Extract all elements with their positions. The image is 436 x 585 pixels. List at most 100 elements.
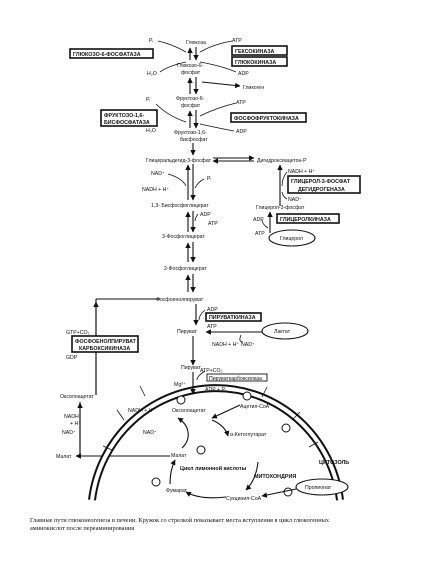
pepck-label-line2: КАРБОКСИКИНАЗА	[79, 346, 130, 352]
f16bp-label-line1: Фруктозо-1,6-	[174, 130, 207, 136]
pyruvate-label: Пируват	[177, 329, 198, 335]
curve-adp-3	[194, 213, 199, 222]
g3pdh-label-line1: ГЛИЦЕРОЛ-3-ФОСФАТ	[291, 179, 351, 185]
curve-atp-2	[199, 102, 237, 117]
pyruvatekinase-label: ПИРУВАТКИНАЗА	[209, 315, 256, 321]
figure-caption: Главные пути глюконеогенеза в печени. Кр…	[30, 517, 420, 533]
bpg-label: 1,3- Бисфосфоглицерат	[151, 203, 209, 209]
cristae	[102, 385, 319, 451]
adp-label-1: ADP	[238, 71, 249, 77]
glucose-label: Глюкоза	[186, 40, 206, 46]
mitochondria-label: МИТОХОНДРИЯ	[254, 474, 296, 480]
f6p-label-line2: фосфат	[181, 103, 201, 109]
nad-label-3: NAD⁺	[241, 342, 255, 348]
aa-entry-marker-oaa	[176, 395, 186, 405]
oxaloacetate-label-2: Оксолоацетат	[172, 408, 206, 414]
caption-line-2: аминокислот после переаминирования	[30, 525, 135, 532]
g6p-label-line2: фосфат	[181, 70, 201, 76]
atp-label-3: ATP	[208, 221, 218, 227]
fbpase-enzyme-box	[100, 109, 158, 127]
glucokinase-label: ГЛЮКОКИНАЗА	[235, 60, 276, 66]
curve-pi-2	[155, 103, 187, 123]
hexokinase-enzyme-box	[231, 45, 288, 56]
glucokinase-enzyme-box	[231, 56, 288, 67]
malate-label-2: Малат	[171, 453, 187, 459]
atp-label-4: ATP	[255, 231, 265, 237]
g6pase-label: ГЛЮКОЗО-6-ФОСФАТАЗА	[73, 52, 141, 58]
g3p-label: Глицеральдегид-3-фосфат	[146, 158, 212, 164]
2pg-label: 2-Фосфоглицерат	[164, 266, 207, 272]
pfk-enzyme-box	[230, 112, 307, 123]
pfk-label: ФОСФОФРУКТОКИНАЗА	[234, 116, 299, 122]
h2o-label-2: H₂O	[146, 128, 156, 134]
mitochondrion-membrane-gap	[90, 386, 342, 501]
aa-entry-marker-succinyl	[283, 487, 293, 497]
curve-nadh-2	[281, 171, 288, 187]
fbpase-label-line1: ФРУКТОЗО-1,6-	[104, 113, 144, 119]
nadh-h-label-1: NADH + H⁺	[142, 187, 169, 193]
curve-adp-5	[198, 309, 206, 321]
caption-line-1: Главные пути глюконеогенеза в печени. Кр…	[30, 517, 330, 524]
glycerol-label: Глицерол	[280, 236, 303, 242]
glycerolkinase-label: ГЛИЦЕРОЛКИНАЗА	[280, 217, 331, 223]
arrow-succinyl-to-fumarate	[185, 491, 227, 499]
pep-label: Фосфоенолпируват	[156, 297, 204, 303]
arrow-to-glycogen	[201, 81, 241, 89]
hexokinase-label: ГЕКСОКИНАЗА	[235, 49, 275, 55]
g6p-label-line1: Глюкозо-6-	[177, 63, 203, 69]
glycogen-label: Гликоген	[243, 85, 264, 91]
arrow-cycle-to-akg	[211, 419, 230, 437]
curve-nad-3	[239, 334, 244, 343]
pepck-label-line1: ФОСФОЕНОЛПИРУВАТ	[75, 339, 137, 345]
fbpase-label-line2: БИСФОСФАТАЗА	[104, 120, 150, 126]
atp-label-2: ATP	[236, 100, 246, 106]
pyruvatekinase-enzyme-box	[205, 312, 262, 322]
curve-adp-1	[199, 61, 237, 73]
g3pdh-enzyme-box	[287, 175, 361, 194]
f6p-label-line1: Фруктозо-6-	[176, 96, 205, 102]
g3pdh-label-line2: ДЕГИДРОГЕНАЗА	[298, 187, 345, 193]
oxaloacetate-label-1: Оксолоацетат	[60, 394, 94, 400]
pyruvate-label-2: Пируват	[181, 365, 202, 371]
aa-entry-marker-malate	[196, 445, 206, 455]
aa-entry-marker-acetylcoa	[242, 391, 252, 401]
arrow-malate-to-oaa	[177, 417, 189, 449]
mg-label: Mg²⁺	[174, 382, 186, 388]
glycerol-ellipse	[268, 229, 316, 247]
curve-pi-1	[157, 40, 187, 53]
propionate-ellipse	[295, 478, 349, 496]
aa-entry-marker-fumarate	[151, 477, 161, 487]
f16bp-label-line2: бисфосфат	[180, 137, 208, 143]
atp-label-5: ATP	[207, 324, 217, 330]
curve-nad-1	[167, 173, 187, 187]
succinylcoa-label: Сукцинил-CoA	[226, 496, 262, 502]
arrow-propionate-succinyl	[261, 488, 297, 498]
arrow-akg-to-succinyl	[245, 461, 259, 491]
curve-atp-1	[199, 40, 233, 53]
fumarate-label: Фумарат	[166, 488, 188, 494]
atp-co2-label: ATP+CO₂	[200, 368, 223, 374]
curve-h2o-1	[159, 61, 187, 73]
gdp-label: GDP	[66, 355, 78, 361]
adp-label-5: ADP	[207, 307, 218, 313]
adp-label-3: ADP	[200, 212, 211, 218]
arrow-fumarate-to-malate	[169, 459, 176, 485]
curve-nad-2	[281, 191, 288, 200]
arrow-acetylcoa-cycle	[211, 404, 241, 419]
aa-entry-marker-akg	[281, 423, 291, 433]
acetylcoa-label: Ацетил-CoA	[240, 404, 270, 410]
pyruvate-carboxylase-box	[206, 373, 268, 382]
nad-label-2: NAD⁺	[288, 197, 302, 203]
nad-label-1: NAD⁺	[151, 171, 165, 177]
cytosol-label: ЦИТОЗОЛЬ	[319, 460, 349, 466]
adp-pi-label: ADP + Pᵢ	[205, 387, 226, 393]
glycerol3p-label: Глицерол-3-фосфат	[256, 205, 305, 211]
nadh-h-label-3: NADH + H⁺	[212, 342, 239, 348]
lactate-label: Лактат	[274, 329, 291, 335]
nadh-left-label: NADH	[64, 414, 79, 420]
nad-label-4: NAD⁺	[143, 430, 157, 436]
h-left-label: + H⁺	[70, 421, 81, 427]
tca-cycle-label: Цикл лимонной кислоты	[180, 465, 247, 472]
